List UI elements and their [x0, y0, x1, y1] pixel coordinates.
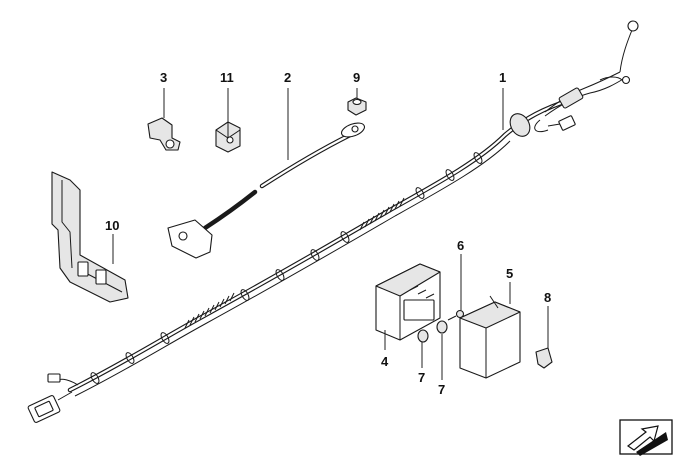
diagonal-arrow-icon — [619, 419, 673, 456]
callout-labels: 1 2 3 4 5 6 7 7 8 9 10 11 — [105, 70, 551, 397]
bracket[interactable] — [51, 171, 129, 303]
cable-holder[interactable] — [215, 121, 241, 153]
callout-5: 5 — [506, 266, 513, 281]
grommet[interactable] — [347, 97, 367, 116]
callout-6: 6 — [457, 238, 464, 253]
callout-10: 10 — [105, 218, 119, 233]
leader-lines — [112, 88, 549, 380]
callout-3: 3 — [160, 70, 167, 85]
callout-7a: 7 — [418, 370, 425, 385]
wiring-harness[interactable] — [27, 20, 639, 423]
control-box[interactable] — [375, 263, 441, 341]
callout-1: 1 — [499, 70, 506, 85]
nut-left[interactable] — [417, 329, 429, 343]
callout-7b: 7 — [438, 382, 445, 397]
nut-right[interactable] — [436, 320, 448, 334]
cover[interactable] — [459, 295, 521, 379]
callout-8: 8 — [544, 290, 551, 305]
small-clip[interactable] — [535, 347, 553, 369]
callout-9: 9 — [353, 70, 360, 85]
ground-cable[interactable] — [167, 120, 366, 259]
callout-2: 2 — [284, 70, 291, 85]
callout-4: 4 — [381, 354, 389, 369]
cable-clip[interactable] — [147, 117, 181, 151]
callout-11: 11 — [220, 70, 234, 85]
